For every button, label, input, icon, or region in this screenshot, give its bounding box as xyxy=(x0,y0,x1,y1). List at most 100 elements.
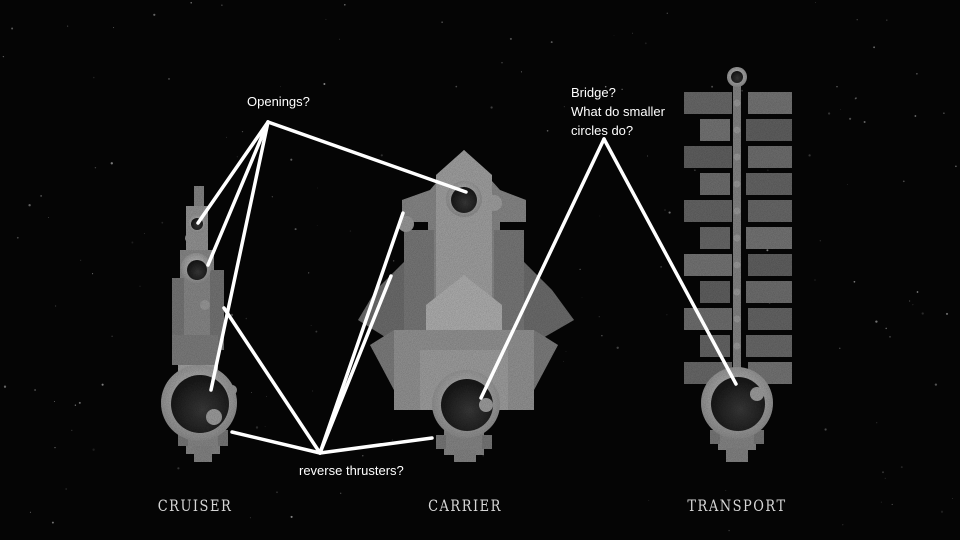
cargo-module xyxy=(746,335,792,357)
star xyxy=(241,130,244,133)
star xyxy=(647,155,649,157)
star xyxy=(271,196,273,198)
star xyxy=(245,317,248,320)
star xyxy=(842,524,844,526)
star xyxy=(916,291,919,293)
spine-joint xyxy=(733,234,741,242)
cargo-module xyxy=(746,173,792,195)
star xyxy=(190,2,192,4)
star xyxy=(952,498,953,500)
cargo-module xyxy=(684,308,732,330)
cargo-module xyxy=(746,119,792,141)
star xyxy=(101,383,104,386)
star xyxy=(230,313,234,317)
star xyxy=(509,37,512,40)
cargo-module xyxy=(746,281,792,303)
star xyxy=(766,249,769,252)
star xyxy=(78,401,81,404)
star xyxy=(131,241,134,244)
star xyxy=(111,335,113,337)
star xyxy=(393,260,395,262)
star xyxy=(226,136,228,138)
star xyxy=(340,492,342,494)
star xyxy=(849,117,852,120)
carrier-ship xyxy=(358,150,574,462)
star xyxy=(902,180,905,183)
star xyxy=(921,312,924,315)
star xyxy=(884,477,886,480)
star xyxy=(882,471,884,474)
star xyxy=(74,404,77,406)
star xyxy=(613,35,615,36)
star xyxy=(601,335,603,337)
spine-joint xyxy=(733,315,741,323)
star xyxy=(846,183,848,186)
star xyxy=(876,422,878,424)
spine-joint xyxy=(733,342,741,350)
star xyxy=(550,41,553,44)
star xyxy=(934,383,938,386)
spine-joint xyxy=(733,153,741,161)
carrier-label: CARRIER xyxy=(428,497,502,516)
cargo-module xyxy=(700,119,730,141)
cruiser-label: CRUISER xyxy=(157,497,233,516)
star xyxy=(325,18,327,20)
star xyxy=(290,158,293,161)
star xyxy=(955,165,957,168)
star xyxy=(940,510,944,513)
cargo-module xyxy=(684,200,732,222)
star xyxy=(885,327,887,330)
star xyxy=(92,273,94,275)
star xyxy=(880,501,882,503)
star xyxy=(16,236,19,239)
star xyxy=(840,109,841,110)
transport-cargo-modules xyxy=(684,92,792,384)
star xyxy=(943,112,945,114)
star xyxy=(827,112,831,115)
star xyxy=(139,285,141,287)
cargo-module xyxy=(684,146,732,168)
star xyxy=(316,187,318,189)
star xyxy=(380,154,383,157)
star xyxy=(766,169,769,172)
star xyxy=(221,4,223,6)
bridge-annotation-line-2: What do smaller xyxy=(571,104,665,119)
star xyxy=(728,529,730,532)
star xyxy=(855,97,857,99)
transport-label: TRANSPORT xyxy=(687,497,787,516)
cargo-module xyxy=(700,227,730,249)
star xyxy=(815,1,817,3)
star xyxy=(482,455,484,457)
star xyxy=(909,300,911,302)
star xyxy=(912,304,914,306)
star xyxy=(889,335,891,338)
star xyxy=(29,511,31,513)
star xyxy=(113,27,115,29)
star xyxy=(266,396,267,397)
cargo-module xyxy=(748,308,792,330)
star xyxy=(294,228,297,231)
thrusters-annotation: reverse thrusters? xyxy=(299,463,404,478)
star xyxy=(264,426,266,427)
star xyxy=(51,521,54,524)
star xyxy=(40,195,42,197)
cargo-module xyxy=(700,173,730,195)
cargo-module xyxy=(748,254,792,276)
star xyxy=(349,230,352,232)
star xyxy=(891,503,893,505)
annotation-lines xyxy=(196,120,738,455)
star xyxy=(520,71,522,73)
star xyxy=(854,97,857,100)
star xyxy=(92,448,95,451)
star xyxy=(741,89,744,92)
star xyxy=(863,121,866,123)
star xyxy=(599,215,601,217)
star xyxy=(177,467,180,470)
cargo-module xyxy=(748,200,792,222)
bridge-annotation-line-3: circles do? xyxy=(571,123,634,138)
spine-joint xyxy=(733,261,741,269)
star xyxy=(914,115,917,117)
star xyxy=(441,21,443,23)
star xyxy=(664,209,666,211)
star xyxy=(308,272,310,274)
